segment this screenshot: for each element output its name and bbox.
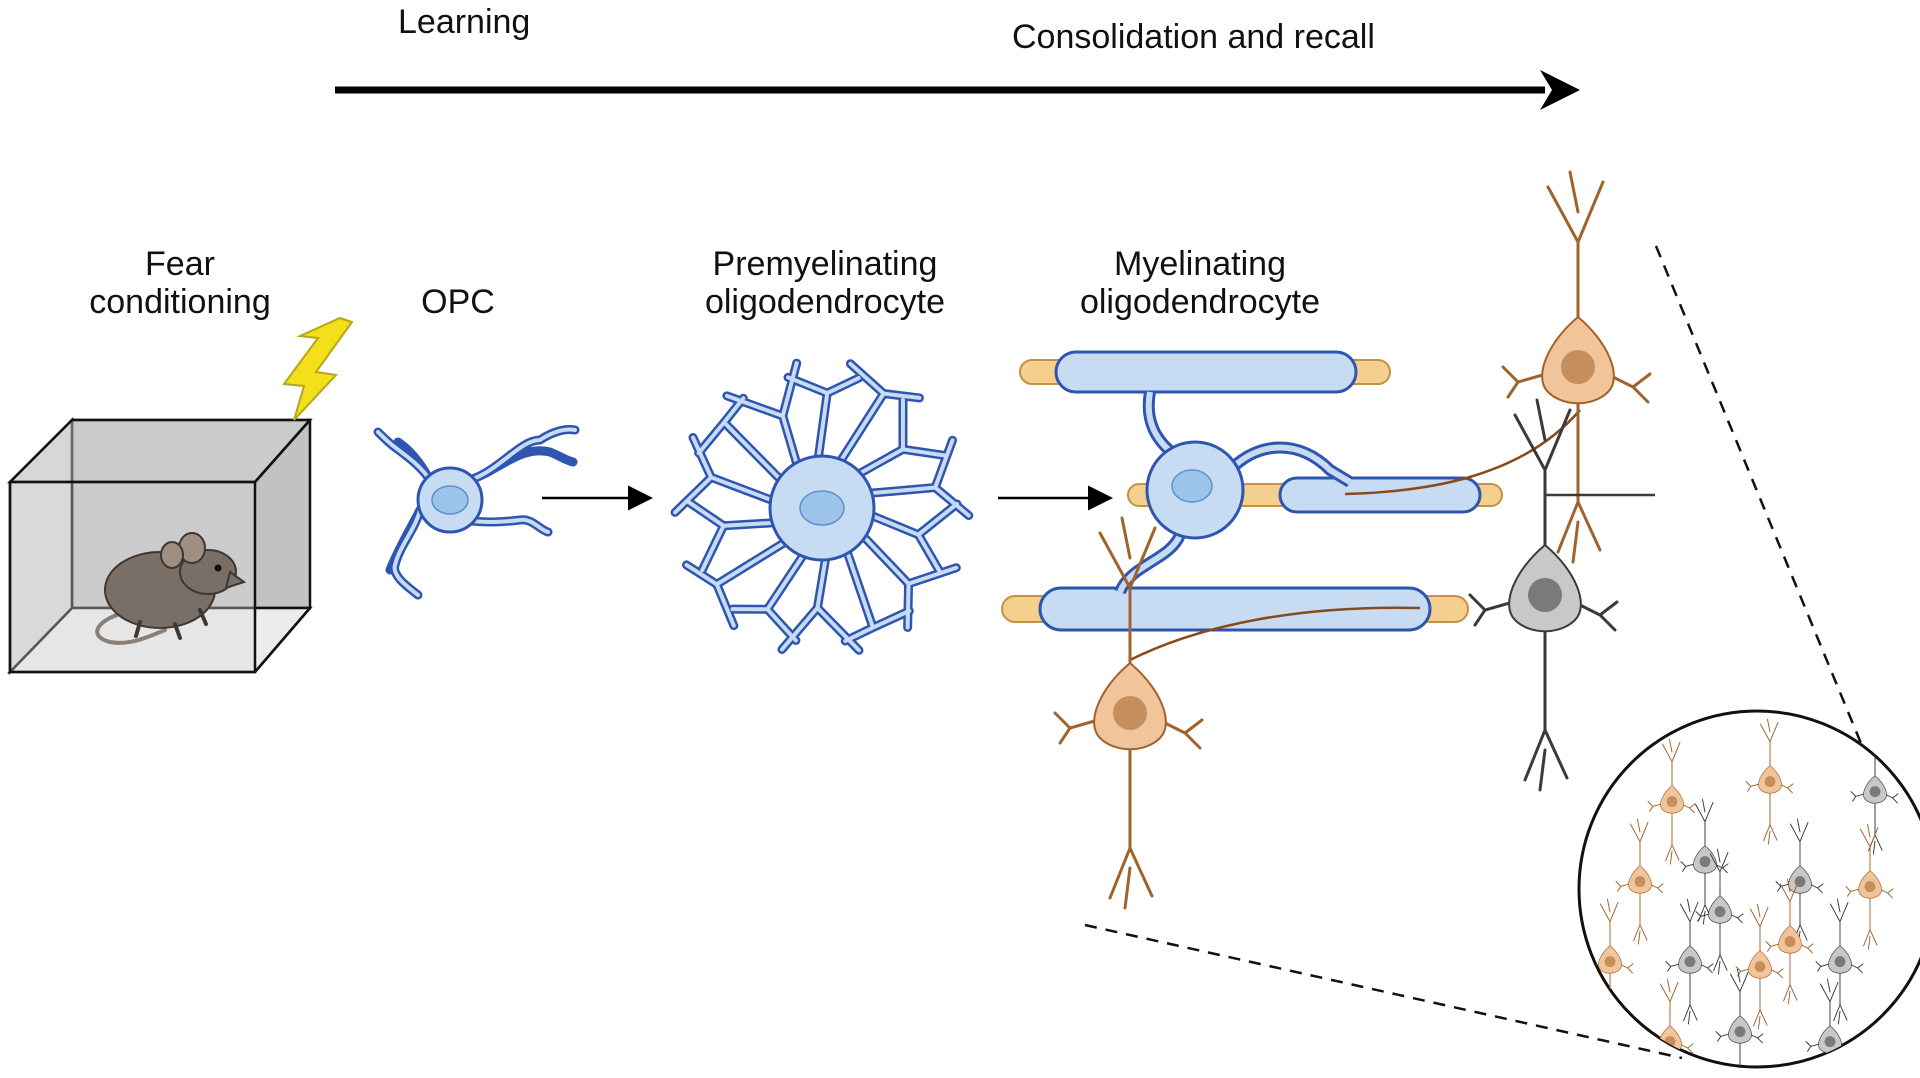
inset-other-neuron bbox=[1815, 898, 1864, 1025]
consolidation-text: Consolidation and recall bbox=[1012, 18, 1375, 56]
fear-conditioning-label: Fear conditioning bbox=[65, 245, 295, 321]
timeline-arrow bbox=[335, 70, 1580, 110]
inset-other-neuron bbox=[1715, 968, 1764, 1067]
engram-neuron-bottom bbox=[1053, 516, 1204, 910]
inset-engram-neuron bbox=[1585, 898, 1634, 1025]
premyelinating-process-core bbox=[696, 396, 783, 482]
premyelinating-line-2: oligodendrocyte bbox=[704, 283, 946, 321]
premyelinating-process-core bbox=[838, 361, 922, 464]
premyelinating-process-core bbox=[867, 438, 971, 518]
premyelinating-process-core bbox=[684, 539, 788, 628]
engram-population-inset bbox=[1577, 709, 1920, 1069]
myelinating-line-2: oligodendrocyte bbox=[1079, 283, 1321, 321]
opc-label: OPC bbox=[398, 283, 518, 321]
non-engram-neuron bbox=[1468, 398, 1619, 792]
myelinating-label: Myelinating oligodendrocyte bbox=[1055, 245, 1345, 321]
opc-cell-body bbox=[376, 427, 577, 597]
premyelinating-label: Premyelinating oligodendrocyte bbox=[680, 245, 970, 321]
zoom-lines bbox=[1084, 245, 1874, 1060]
premyelinating-processes-fill bbox=[673, 361, 971, 653]
non-engram-axon bbox=[1543, 493, 1655, 545]
learning-text: Learning bbox=[398, 3, 531, 41]
fear-line-2: conditioning bbox=[89, 283, 271, 321]
inset-other-neuron bbox=[1665, 898, 1714, 1025]
inset-engram-neuron bbox=[1615, 818, 1664, 945]
inset-other-neuron bbox=[1805, 978, 1854, 1067]
mouse-icon bbox=[95, 532, 247, 645]
inset-engram-neuron bbox=[1845, 823, 1894, 950]
opc-text: OPC bbox=[421, 283, 495, 321]
engram-neuron-top bbox=[1501, 170, 1652, 564]
premyelinating-process-core bbox=[856, 397, 949, 477]
learning-label: Learning bbox=[398, 3, 530, 41]
premyelinating-process-core bbox=[861, 534, 959, 630]
premyelinating-line-1: Premyelinating bbox=[712, 245, 938, 283]
inset-other-neuron bbox=[1680, 798, 1729, 925]
inset-other-neuron bbox=[1695, 848, 1744, 975]
premyelinating-process-core bbox=[843, 549, 912, 643]
inset-engram-neuron bbox=[1735, 903, 1784, 1030]
inset-engram-neuron bbox=[1647, 738, 1696, 865]
premyelinating-process-core bbox=[685, 499, 777, 573]
consolidation-label: Consolidation and recall bbox=[1012, 18, 1375, 56]
myelinating-oligodendrocyte bbox=[1001, 350, 1581, 662]
myelinating-line-1: Myelinating bbox=[1114, 245, 1286, 283]
neurons-main bbox=[1053, 170, 1655, 910]
inset-engram-neuron bbox=[1745, 718, 1794, 845]
premyelinating-cell-body bbox=[768, 454, 876, 562]
premyelinating-process-core bbox=[786, 375, 861, 461]
premyelinating-process-core bbox=[730, 552, 806, 643]
fear-line-1: Fear bbox=[145, 245, 215, 283]
lightning-bolt-icon bbox=[282, 316, 354, 421]
inset-engram-neuron bbox=[1765, 878, 1814, 1005]
premyelinating-process-core bbox=[869, 501, 959, 575]
